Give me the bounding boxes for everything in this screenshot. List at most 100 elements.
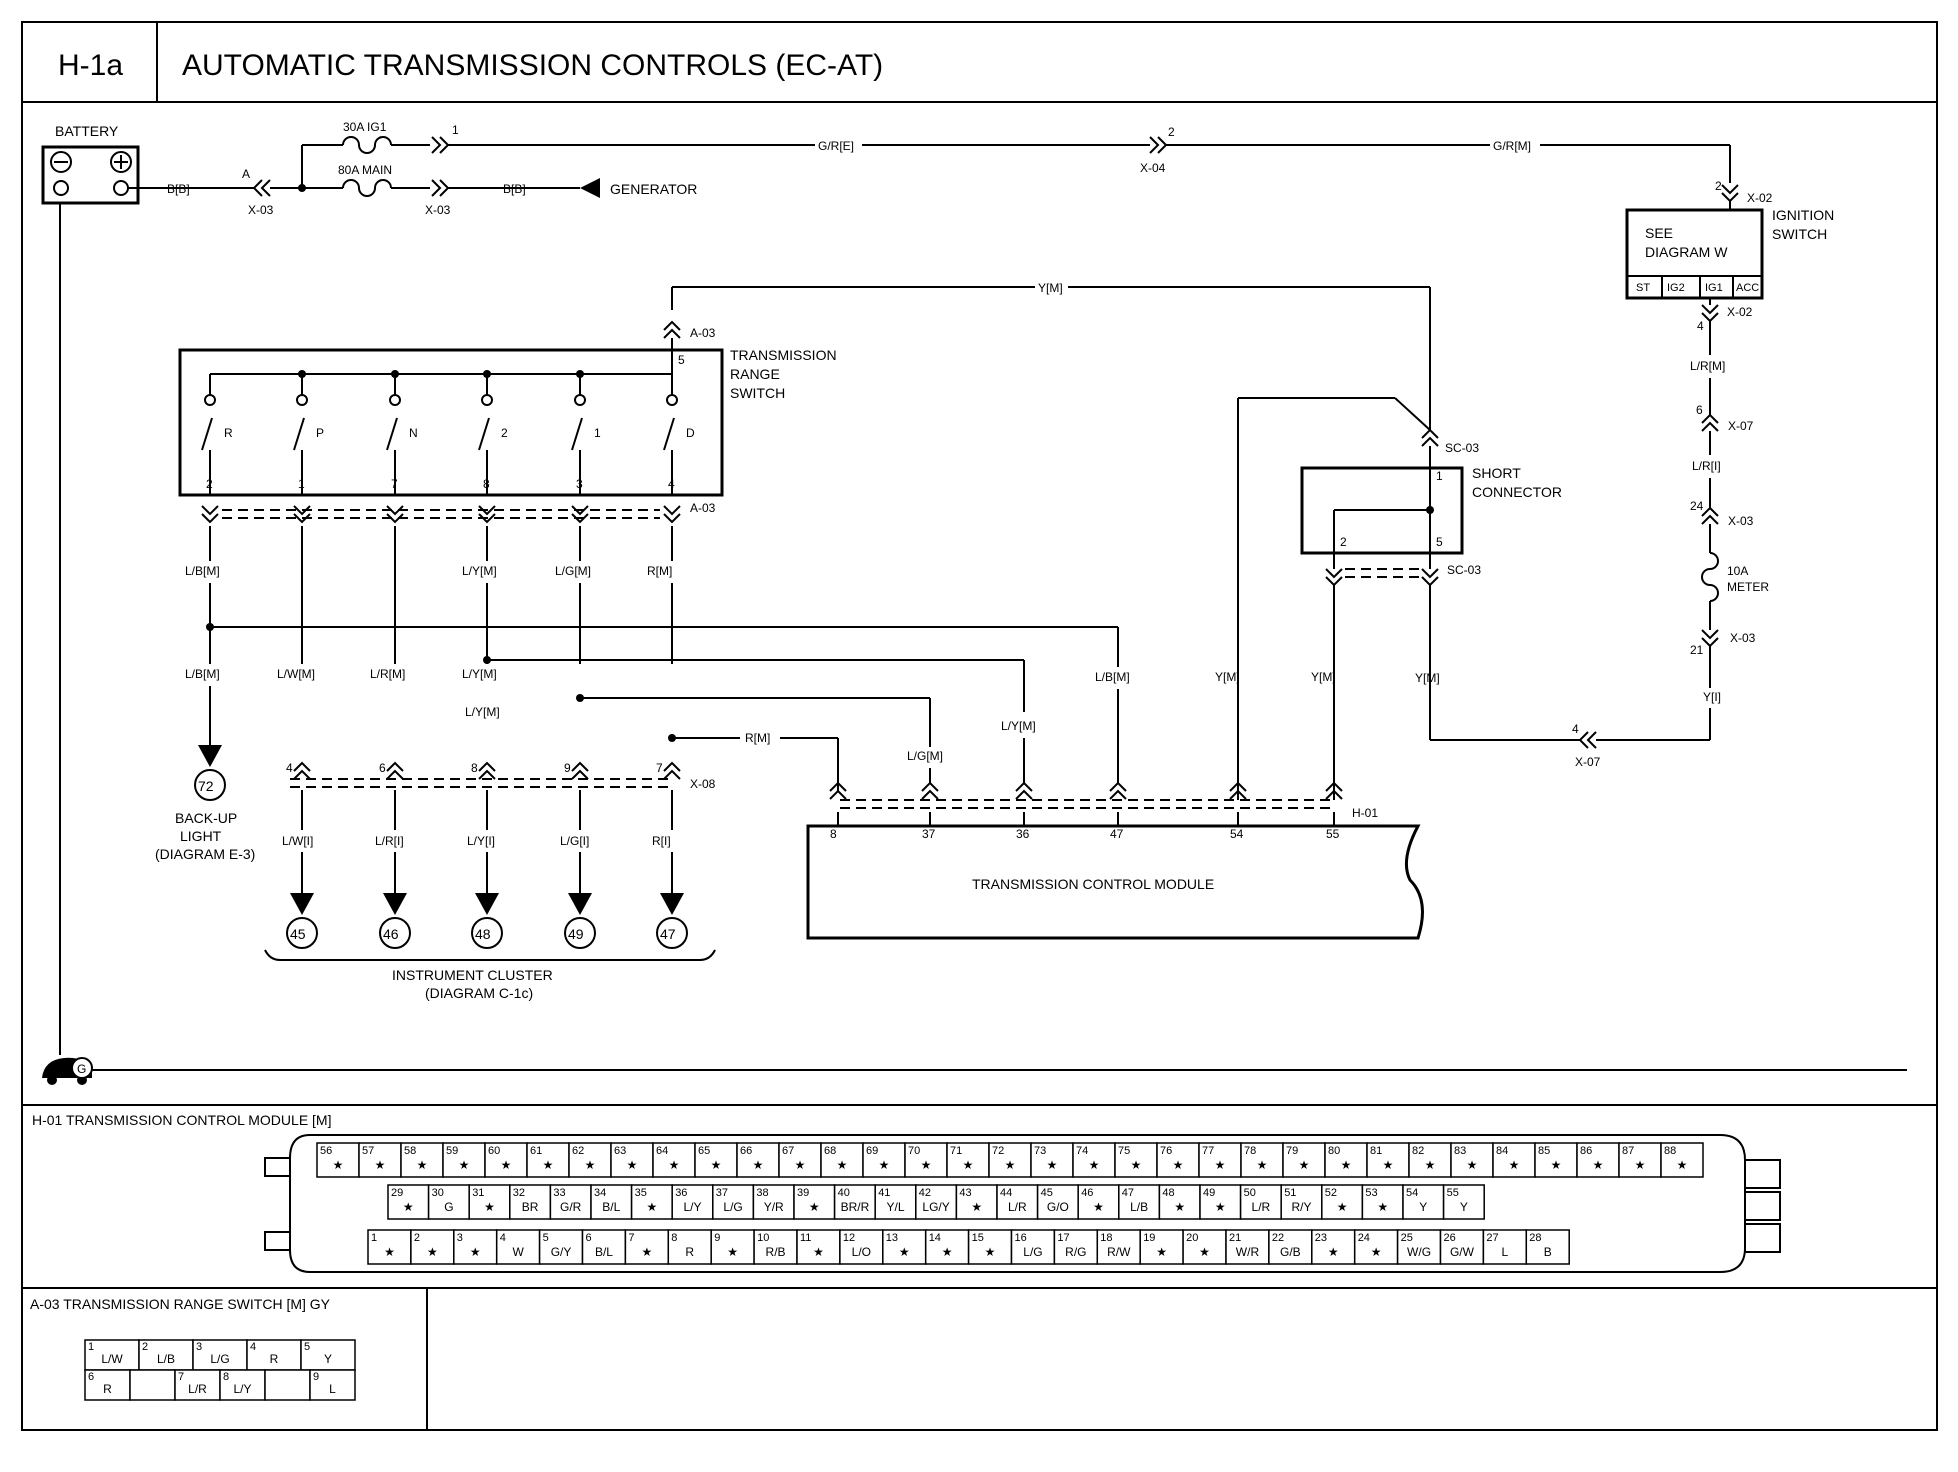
tcm-wire-label: L/Y[M] — [1001, 719, 1036, 733]
svg-text:TRANSMISSION: TRANSMISSION — [730, 347, 837, 363]
h01-cell — [610, 1142, 654, 1178]
h01-pin-wire: L/Y — [683, 1200, 701, 1214]
switch-contact-icon — [574, 394, 586, 406]
h01-pin-wire: L/O — [852, 1245, 871, 1259]
h01-pin-wire: ★ — [837, 1158, 848, 1172]
switch-position-label: N — [409, 426, 418, 440]
tcm-wire-label: L/G[M] — [907, 749, 943, 763]
h01-cell — [967, 1229, 1013, 1265]
h01-cell — [1311, 1229, 1356, 1265]
h01-pin-wire: ★ — [921, 1158, 932, 1172]
wire-label: R[I] — [652, 834, 671, 848]
h01-pin-number: 34 — [594, 1187, 606, 1199]
wire-label: R[M] — [647, 564, 672, 578]
svg-text:L/R[M]: L/R[M] — [1690, 359, 1725, 373]
switch-position-label: D — [686, 426, 695, 440]
connector-a03-pin — [293, 505, 311, 524]
h01-pin-wire: ★ — [727, 1245, 738, 1259]
h01-pin-wire: G — [444, 1200, 453, 1214]
a03-pin-wire: R — [103, 1382, 112, 1396]
h01-cell — [1660, 1142, 1704, 1178]
battery: BATTERY — [41, 123, 140, 205]
h01-cell — [996, 1184, 1039, 1220]
h01-cell — [988, 1142, 1032, 1178]
connector-a03-pin — [663, 505, 681, 524]
svg-text:SWITCH: SWITCH — [730, 385, 785, 401]
h01-pin-wire: ★ — [417, 1158, 428, 1172]
h01-pin-wire: L/R — [1008, 1200, 1027, 1214]
h01-pin-wire: R/W — [1107, 1245, 1131, 1259]
h01-pin-wire: ★ — [1341, 1158, 1352, 1172]
connector-h01-pin — [921, 781, 939, 800]
connector-x08-pin — [293, 761, 311, 780]
h01-pin-wire: ★ — [963, 1158, 974, 1172]
switch-contact-icon — [389, 394, 401, 406]
h01-cell — [1240, 1142, 1284, 1178]
h01-pin-number: 42 — [919, 1187, 931, 1199]
tcm-pin-label: 47 — [1110, 827, 1124, 841]
a03-pin-number: 4 — [250, 1341, 256, 1353]
h01-pin-wire: R/B — [766, 1245, 786, 1259]
h01-pin-wire: ★ — [627, 1158, 638, 1172]
h01-pin-number: 4 — [500, 1232, 506, 1244]
h01-pin-wire: ★ — [1383, 1158, 1394, 1172]
svg-text:6: 6 — [1696, 403, 1703, 417]
h01-cell — [549, 1184, 592, 1220]
h01-cell — [1324, 1142, 1368, 1178]
h01-cell — [924, 1229, 970, 1265]
wire-label: L/R[I] — [375, 834, 404, 848]
short-connector: 1 2 5 SHORT CONNECTOR — [1300, 465, 1562, 555]
cluster-arrow-icon — [383, 893, 407, 915]
h01-pin-number: 82 — [1412, 1145, 1424, 1157]
svg-text:A-03: A-03 — [690, 326, 716, 340]
switch-position-label: P — [316, 426, 324, 440]
a03-cell — [192, 1339, 248, 1371]
h01-pin-number: 63 — [614, 1145, 626, 1157]
h01-pin-number: 35 — [635, 1187, 647, 1199]
h01-pin-wire: ★ — [459, 1158, 470, 1172]
wire-label: L/B[M] — [185, 564, 220, 578]
h01-pin-wire: ★ — [470, 1245, 481, 1259]
h01-pin-number: 28 — [1529, 1232, 1541, 1244]
h01-pin-wire: ★ — [1173, 1158, 1184, 1172]
h01-pin-wire: L — [1502, 1245, 1509, 1259]
h01-pin-number: 32 — [513, 1187, 525, 1199]
h01-pin-number: 70 — [908, 1145, 920, 1157]
a03-pin-wire: Y — [324, 1352, 332, 1366]
svg-text:10A: 10A — [1727, 564, 1748, 578]
h01-pin-wire: ★ — [647, 1200, 658, 1214]
h01-cell — [468, 1184, 511, 1220]
h01-cell — [882, 1229, 927, 1265]
x08-pin-label: 8 — [471, 761, 478, 775]
h01-pin-number: 67 — [782, 1145, 794, 1157]
wire-label: L/W[I] — [282, 834, 313, 848]
a03-pin-number: 2 — [142, 1341, 148, 1353]
h01-pin-number: 36 — [675, 1187, 687, 1199]
switch-contact-icon — [666, 394, 678, 406]
tcm-wire-label: L/B[M] — [1095, 670, 1130, 684]
connector-a03-label: A-03 — [690, 501, 716, 515]
h01-cell — [671, 1184, 714, 1220]
ign-pos-acc: ACC — [1736, 282, 1759, 294]
h01-pin-number: 71 — [950, 1145, 962, 1157]
h01-connector-title: H-01 TRANSMISSION CONTROL MODULE [M] — [32, 1112, 331, 1128]
h01-cell — [316, 1142, 360, 1178]
a03-cell — [84, 1369, 131, 1401]
h01-pin-wire: ★ — [1337, 1200, 1348, 1214]
h01-pin-wire: ★ — [1377, 1200, 1388, 1214]
switch-pin-label: 8 — [483, 477, 490, 491]
h01-pin-number: 52 — [1325, 1187, 1337, 1199]
svg-text:1: 1 — [452, 123, 459, 137]
connector-h01-pin — [829, 781, 847, 800]
wire-label: R[M] — [745, 731, 770, 745]
h01-pin-number: 86 — [1580, 1145, 1592, 1157]
h01-cell — [1280, 1184, 1323, 1220]
h01-pin-number: 87 — [1622, 1145, 1634, 1157]
switch-blade — [663, 417, 675, 451]
h01-pin-number: 59 — [446, 1145, 458, 1157]
switch-pin-label: 7 — [391, 477, 398, 491]
h01-cell — [1077, 1184, 1120, 1220]
h01-pin-wire: L/R — [1252, 1200, 1271, 1214]
h01-pin-wire: R/G — [1065, 1245, 1086, 1259]
x08-pin-label: 7 — [656, 761, 663, 775]
